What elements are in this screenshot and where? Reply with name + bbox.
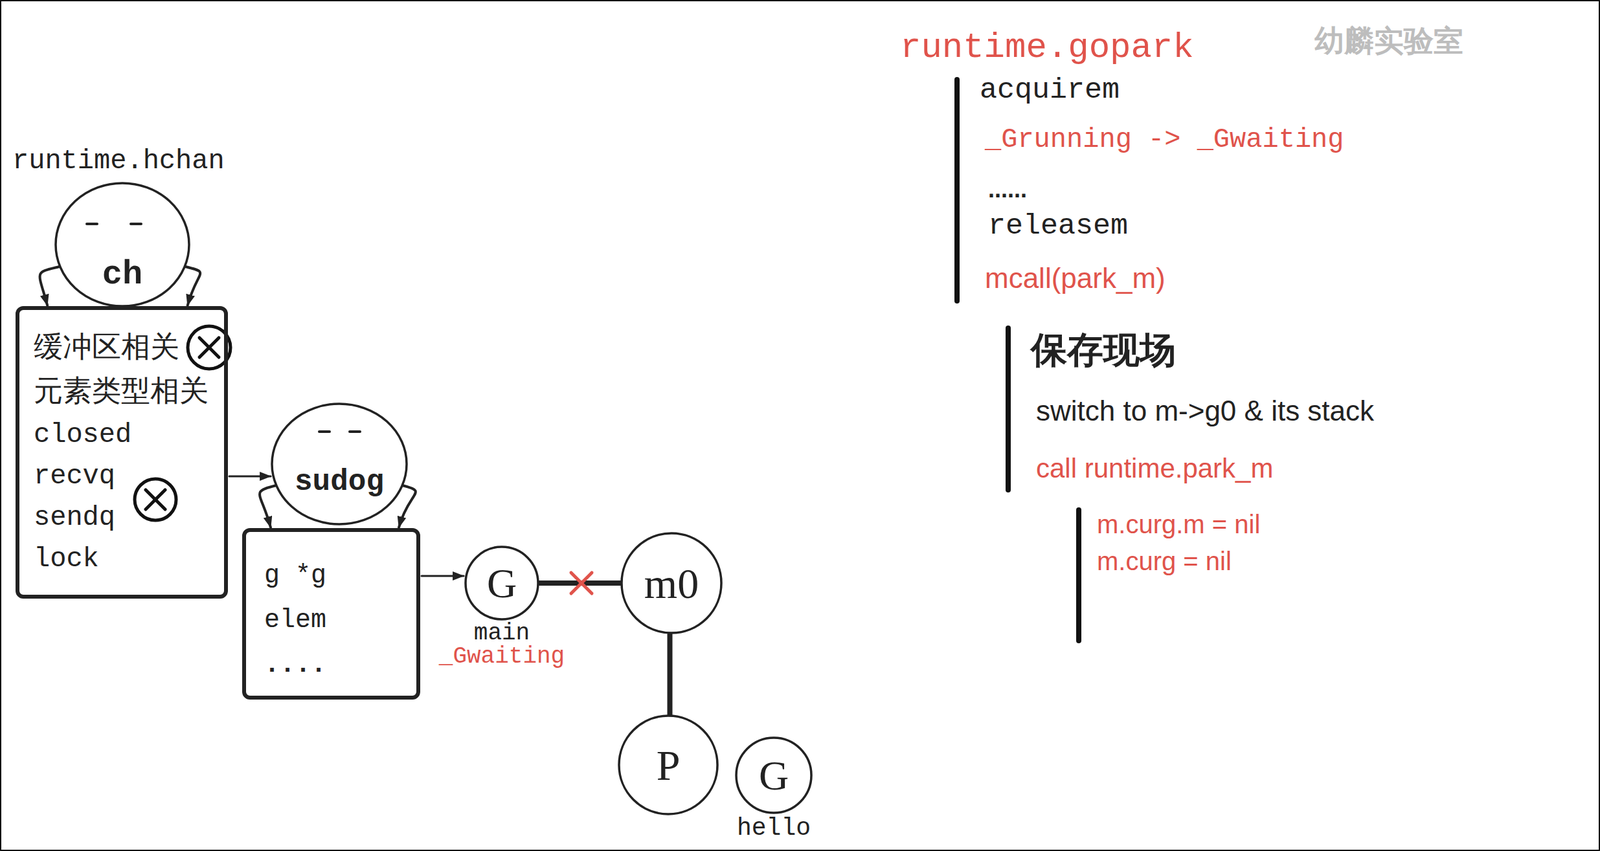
node-label: G	[758, 751, 789, 801]
node-label: G	[486, 558, 517, 609]
node-label: sudog	[294, 464, 384, 501]
circle-shape	[271, 404, 407, 525]
circle-node: Gmain_Gwaiting	[464, 545, 540, 621]
annotation-text: runtime.gopark	[900, 25, 1195, 70]
connector	[185, 266, 201, 306]
annotation-text: acquirem	[979, 72, 1120, 109]
circle-shape	[465, 547, 539, 620]
field-label: elem	[264, 600, 327, 642]
red-cut-mark	[571, 573, 592, 594]
circle-node: m0	[620, 532, 723, 635]
call-tree-bar	[954, 79, 960, 302]
annotation-text: 幼麟实验室	[1314, 22, 1464, 60]
face-eye	[349, 430, 361, 434]
field-row: sendq	[33, 499, 212, 541]
circle-outline	[270, 402, 408, 526]
cross-stroke	[199, 338, 219, 358]
field-row: g *g	[264, 555, 404, 601]
connector	[421, 575, 464, 578]
annotation-text: runtime.hchan	[12, 144, 225, 179]
circle-content: G	[734, 736, 813, 815]
field-label: 缓冲区相关	[33, 328, 180, 366]
circle-content: sudog	[270, 402, 408, 526]
circle-node: P	[617, 714, 719, 816]
circle-shape	[621, 533, 722, 634]
face-eye	[86, 222, 98, 226]
cut-stroke	[571, 573, 592, 594]
connector	[229, 475, 271, 478]
annotation-text: m.curg = nil	[1096, 545, 1232, 578]
field-label: closed	[33, 416, 132, 454]
face-eye	[130, 222, 142, 226]
circle-shape	[55, 183, 190, 307]
field-label: ....	[264, 644, 327, 687]
field-row: 缓冲区相关	[33, 328, 212, 373]
annotation-text: releasem	[988, 208, 1128, 245]
annotation-text: ......	[988, 174, 1027, 204]
node-caption: hello	[736, 815, 811, 842]
circle-content: ch	[54, 181, 191, 308]
call-tree-bar	[1005, 328, 1011, 491]
circle-content: G	[464, 545, 540, 621]
connector	[398, 485, 416, 528]
call-tree-bar	[1076, 510, 1082, 642]
annotation-text: mcall(park_m)	[984, 260, 1166, 296]
struct-box: g *gelem....	[242, 528, 421, 700]
cross-stroke	[145, 490, 166, 510]
annotation-text: 保存现场	[1030, 327, 1176, 373]
cross-circle-symbol	[134, 479, 177, 521]
cross-stroke	[199, 338, 219, 358]
cross-circle	[134, 479, 177, 521]
node-caption: main	[473, 622, 530, 646]
circle-shape	[736, 738, 812, 814]
node-label: m0	[644, 558, 699, 610]
circle-content: m0	[620, 532, 723, 635]
field-label: recvq	[33, 457, 116, 496]
connector	[40, 266, 60, 306]
field-label: sendq	[33, 499, 116, 537]
struct-box: 缓冲区相关元素类型相关 closedrecvqsendqlock	[15, 306, 228, 599]
face-eye	[319, 430, 330, 434]
annotation-text: _Grunning -> _Gwaiting	[984, 123, 1345, 158]
annotation-text: call runtime.park_m	[1036, 451, 1274, 486]
connector	[667, 634, 673, 715]
field-row: elem	[264, 600, 404, 645]
node-caption: _Gwaiting	[439, 645, 565, 669]
circle-node: ch	[54, 181, 191, 308]
circle-node: sudog	[270, 402, 408, 526]
cross-stroke	[145, 490, 166, 510]
annotation-text: switch to m->g0 & its stack	[1036, 393, 1375, 429]
field-row: closed	[33, 416, 212, 458]
connector	[259, 485, 276, 528]
field-row: lock	[33, 540, 212, 583]
circle-content: P	[617, 714, 719, 816]
annotation-text: m.curg.m = nil	[1096, 508, 1261, 541]
node-label: ch	[102, 255, 143, 296]
field-label: g *g	[264, 555, 327, 598]
circle-node: Ghello	[734, 736, 813, 815]
field-label: 元素类型相关	[33, 372, 209, 410]
field-row: ....	[264, 644, 404, 690]
cut-stroke	[571, 573, 592, 594]
field-row: recvq	[33, 457, 212, 500]
node-label: P	[656, 740, 681, 792]
field-row: 元素类型相关	[33, 372, 212, 417]
circle-shape	[619, 716, 718, 815]
field-label: lock	[33, 540, 100, 579]
